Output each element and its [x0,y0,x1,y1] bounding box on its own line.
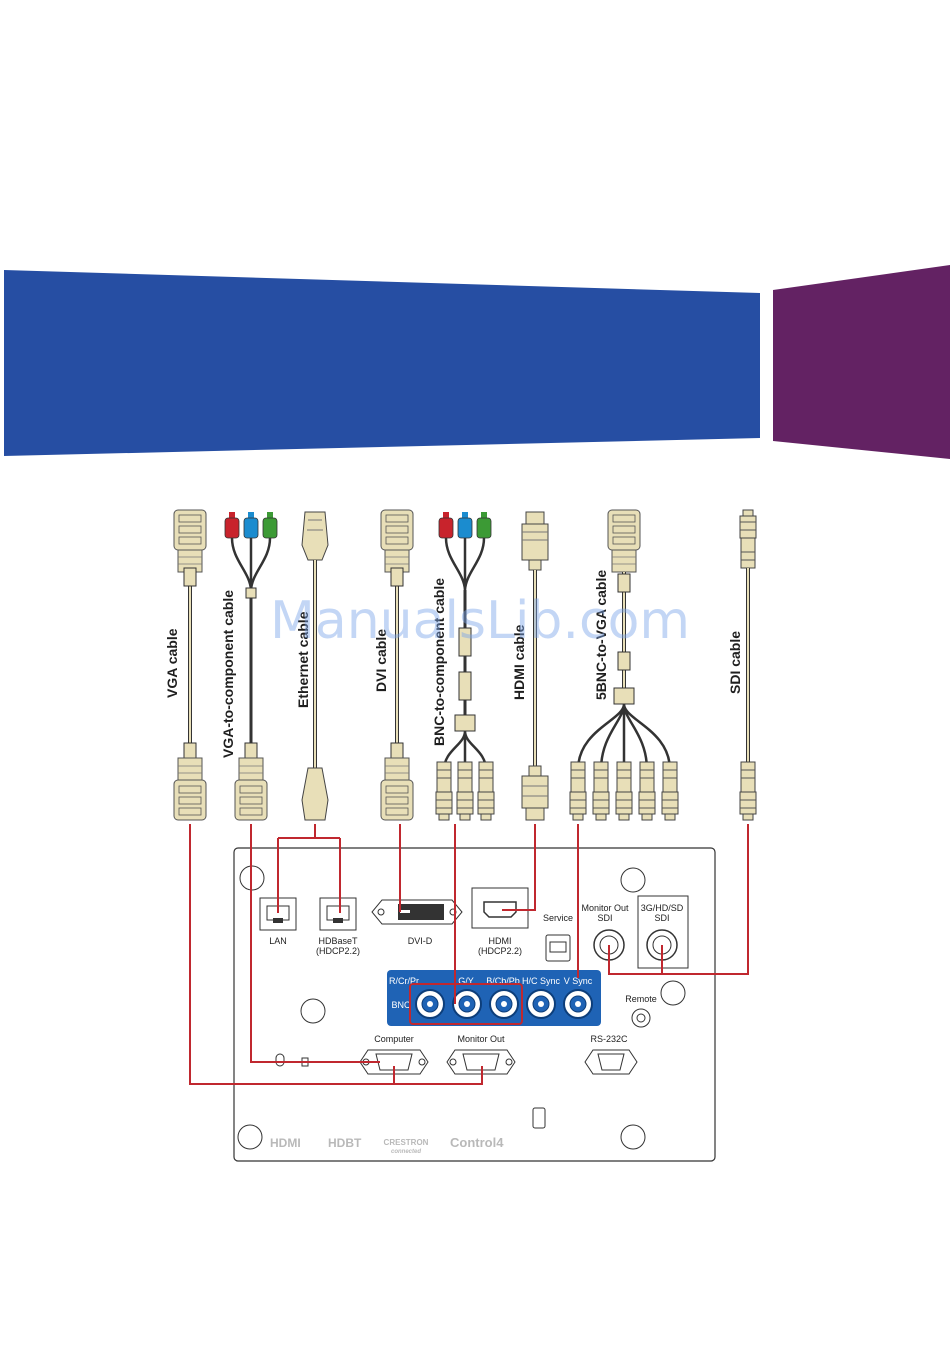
crestron-sub-logo: connected [391,1149,421,1155]
bnc-label: BNC [391,1000,411,1010]
hdmi-port[interactable] [471,887,529,929]
bnc-b-label: B/Cb/Pb [486,976,520,986]
hdmi-cable [521,511,549,821]
rs232c-port[interactable] [584,1049,638,1075]
hdmi-port-label: HDMI [489,936,512,946]
computer-label: Computer [374,1034,414,1044]
service-usb-port[interactable] [545,934,571,962]
rs232c-label: RS-232C [590,1034,628,1044]
remote-label: Remote [625,994,657,1004]
control4-logo: Control4 [450,1135,504,1150]
screw-hole-icon [300,998,326,1024]
sdi-input-label: 3G/HD/SD [641,903,684,913]
remote-port[interactable] [631,1008,651,1028]
sdi-cable-label: SDI cable [727,631,743,694]
hdbaset-port[interactable] [319,897,357,931]
computer-port[interactable] [359,1049,429,1075]
service-label: Service [543,913,573,923]
hdmi-cable-label: HDMI cable [511,624,527,700]
connection-routes [189,824,749,1085]
bnc-v-label: V Sync [564,976,593,986]
screw-hole-icon [237,1124,263,1150]
vga-to-component-cable-label: VGA-to-component cable [220,590,236,758]
component-highlight-box [409,983,523,1025]
blue-header-banner [4,270,760,456]
5bnc-to-vga-cable [569,509,679,821]
hdbaset-logo: HDBT [328,1136,362,1150]
watermark: ManualsLib.com [270,591,690,651]
dvi-cable-label: DVI cable [373,629,389,692]
bnc-g-label: G/Y [458,976,474,986]
vga-cable [173,509,207,821]
screw-hole-icon [620,1124,646,1150]
screw-hole-icon [660,980,686,1006]
kensington-slot-icon [532,1107,546,1129]
hdbaset-label: HDBaseT [318,936,358,946]
vga-to-component-cable [224,511,278,821]
dvi-cable [380,509,414,821]
ethernet-cable-label: Ethernet cable [295,611,311,708]
bnc-to-component-cable-label: BNC-to-component cable [431,578,447,746]
5bnc-to-vga-cable-label: 5BNC-to-VGA cable [593,570,609,700]
screw-hole-icon [620,867,646,893]
ethernet-cable [301,511,329,821]
sdi-cable [739,509,757,821]
hdmi-logo: HDMI [270,1136,301,1150]
vga-cable-label: VGA cable [164,628,180,698]
dvi-d-port[interactable] [371,899,463,925]
bnc-to-component-cable [435,511,495,821]
monitor-out-label: Monitor Out [457,1034,505,1044]
dvi-d-label: DVI-D [408,936,433,946]
monitor-out-sdi-label: Monitor Out [581,903,629,913]
bnc-h-label: H/C Sync [522,976,561,986]
purple-header-banner [773,265,950,459]
monitor-out-port[interactable] [446,1049,516,1075]
hdbaset-sublabel: (HDCP2.2) [316,946,360,956]
sdi-input-sublabel: SDI [654,913,669,923]
crestron-logo: CRESTRON [384,1138,429,1147]
lan-label: LAN [269,936,287,946]
bnc-ports[interactable] [415,989,593,1019]
monitor-out-sdi-sublabel: SDI [597,913,612,923]
hdmi-port-sublabel: (HDCP2.2) [478,946,522,956]
bnc-r-label: R/Cr/Pr [389,976,419,986]
